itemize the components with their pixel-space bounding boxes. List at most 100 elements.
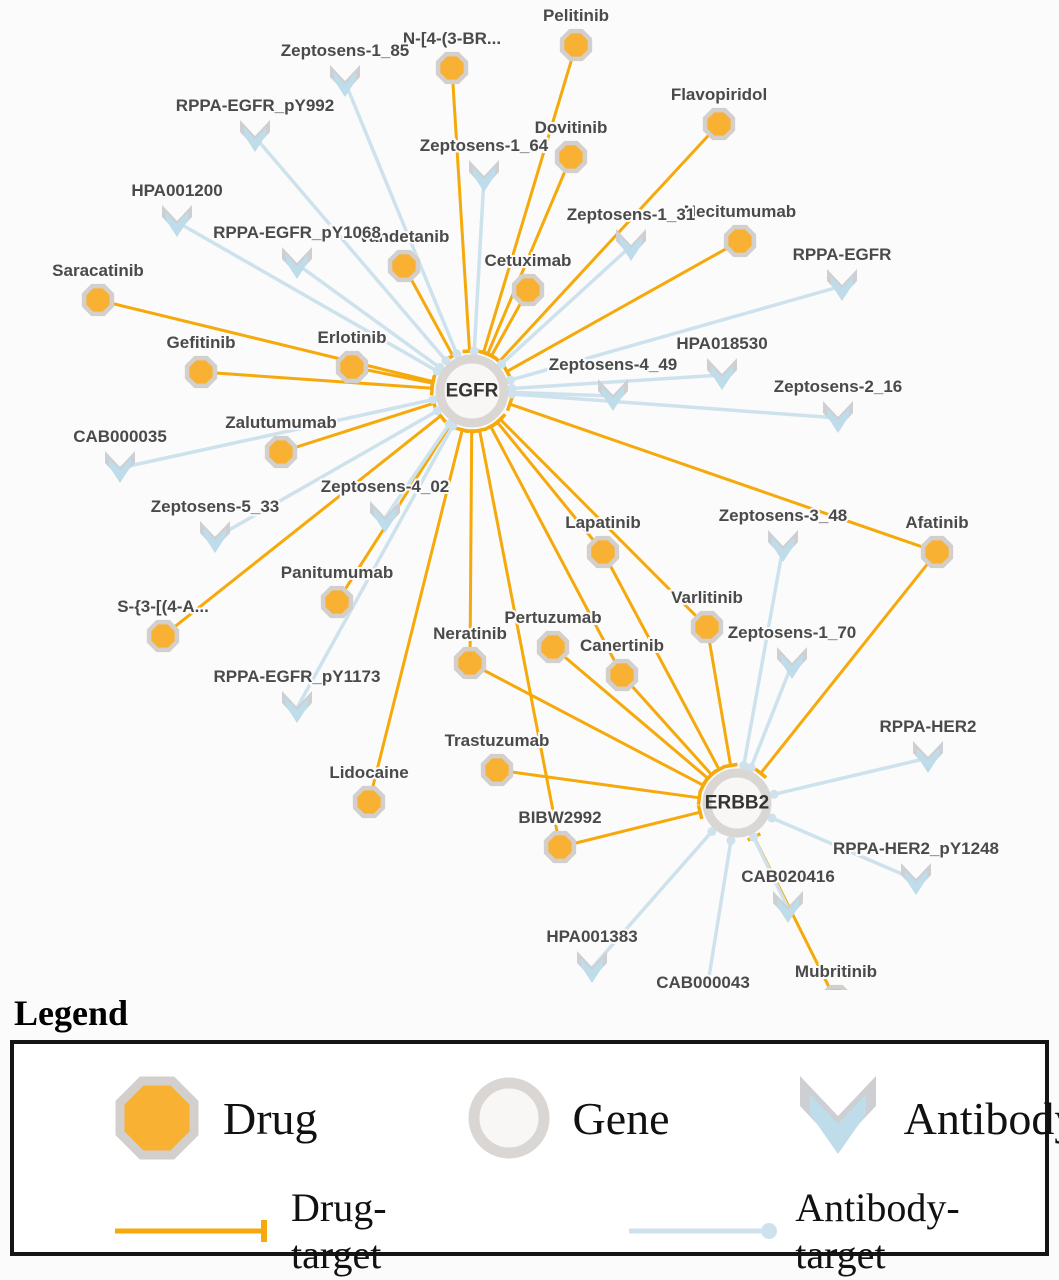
node-cab000035[interactable]: [105, 451, 135, 483]
node-zeptosens-4_49[interactable]: [598, 379, 628, 411]
node-gefitinib[interactable]: [184, 355, 218, 389]
node-label-vandetanib: Vandetanib: [359, 227, 450, 246]
node-hpa001200[interactable]: [162, 205, 192, 237]
node-label-rppa-her2: RPPA-HER2: [880, 717, 977, 736]
node-label-trastuzumab: Trastuzumab: [445, 731, 550, 750]
antibody-node-icon: [799, 1076, 876, 1154]
node-s34a[interactable]: [146, 619, 180, 653]
node-zeptosens-1_31[interactable]: [616, 229, 646, 261]
node-rppa-egfr_py1173[interactable]: [282, 691, 312, 723]
legend-antibody-target-label: Antibody-target: [795, 1185, 960, 1277]
node-varlitinib[interactable]: [690, 610, 724, 644]
edge-zeptosens-1_85-egfr: [343, 81, 462, 359]
antibody-icon: [162, 205, 192, 237]
node-label-bibw2992: BIBW2992: [518, 808, 601, 827]
antibody-target-edge-icon: [629, 1223, 778, 1239]
node-trastuzumab[interactable]: [480, 753, 514, 787]
edge-rppa-egfr_py1068-egfr: [295, 262, 445, 373]
node-flavopiridol[interactable]: [702, 107, 736, 141]
gene-label-egfr: EGFR: [446, 381, 499, 402]
legend-antibody-label: Antibody: [903, 1092, 1059, 1144]
node-necitumumab[interactable]: [723, 224, 757, 258]
edge-rppa-egfr_py1173-egfr: [295, 421, 458, 709]
edge-afatinib-erbb2: [754, 551, 939, 780]
node-label-hpa001383: HPA001383: [546, 927, 637, 946]
edge-canertinib-egfr: [483, 421, 624, 676]
node-bibw2992[interactable]: [543, 830, 577, 864]
antibody-icon: [330, 65, 360, 97]
node-label-necitumumab: Necitumumab: [684, 202, 796, 221]
edge-neratinib-erbb2: [469, 661, 709, 793]
node-zalutumumab[interactable]: [264, 435, 298, 469]
node-mubritinib[interactable]: [822, 984, 850, 990]
node-rppa-egfr[interactable]: [827, 269, 857, 301]
edge-varlitinib-erbb2: [705, 626, 738, 769]
network-canvas[interactable]: EGFRERBB2PelitinibN-[4-(3-BR...Dovitinib…: [0, 0, 1059, 990]
node-label-cab000043: CAB000043: [656, 973, 750, 990]
node-zeptosens-5_33[interactable]: [200, 521, 230, 553]
node-label-lidocaine: Lidocaine: [329, 763, 408, 782]
node-rppa-egfr_py992[interactable]: [240, 120, 270, 152]
node-dovitinib[interactable]: [554, 140, 588, 174]
legend: Legend Drug Gene Antibody: [0, 992, 1059, 1277]
node-label-dovitinib: Dovitinib: [535, 118, 608, 137]
node-rppa-her2_py1248[interactable]: [901, 863, 931, 895]
edge-zeptosens-5_33-egfr: [214, 406, 442, 540]
drug-target-edge-icon: [115, 1220, 267, 1242]
node-pelitinib[interactable]: [559, 28, 593, 62]
node-erlotinib[interactable]: [335, 350, 369, 384]
node-label-rppa-egfr_py1173: RPPA-EGFR_pY1173: [214, 667, 381, 686]
node-egfr[interactable]: [435, 354, 509, 428]
node-zeptosens-1_70[interactable]: [777, 647, 807, 679]
node-n4br[interactable]: [435, 51, 469, 85]
node-canertinib[interactable]: [605, 658, 639, 692]
node-panitumumab[interactable]: [320, 585, 354, 619]
node-cetuximab[interactable]: [511, 273, 545, 307]
edge-canertinib-erbb2: [620, 673, 718, 781]
node-label-flavopiridol: Flavopiridol: [671, 85, 767, 104]
node-cab020416[interactable]: [773, 891, 803, 923]
node-zeptosens-2_16[interactable]: [823, 401, 853, 433]
node-label-zalutumumab: Zalutumumab: [225, 413, 336, 432]
node-label-erlotinib: Erlotinib: [318, 328, 387, 347]
edge-varlitinib-egfr: [494, 413, 709, 629]
antibody-icon: [282, 691, 312, 723]
node-lidocaine[interactable]: [352, 785, 386, 819]
edge-bibw2992-erbb2: [559, 804, 704, 849]
edge-rppa-her2_py1248-erbb2: [767, 813, 917, 882]
node-label-hpa018530: HPA018530: [676, 334, 767, 353]
node-label-rppa-egfr_py1068: RPPA-EGFR_pY1068: [213, 223, 381, 242]
edge-necitumumab-egfr: [501, 239, 741, 379]
node-label-gefitinib: Gefitinib: [167, 333, 236, 352]
node-label-mubritinib: Mubritinib: [795, 962, 877, 981]
node-pertuzumab[interactable]: [536, 630, 570, 664]
node-neratinib[interactable]: [453, 646, 487, 680]
node-afatinib[interactable]: [920, 535, 954, 569]
edge-cab000035-egfr: [119, 395, 438, 470]
node-zeptosens-3_48[interactable]: [768, 530, 798, 562]
drug-node-icon: [115, 1076, 199, 1160]
node-lapatinib[interactable]: [586, 535, 620, 569]
node-label-zeptosens-1_64: Zeptosens-1_64: [420, 136, 549, 155]
legend-gene-label: Gene: [572, 1092, 670, 1144]
antibody-icon: [768, 530, 798, 562]
node-zeptosens-1_64[interactable]: [469, 160, 499, 192]
node-label-lapatinib: Lapatinib: [565, 513, 641, 532]
node-label-saracatinib: Saracatinib: [52, 261, 144, 280]
node-rppa-egfr_py1068[interactable]: [282, 247, 312, 279]
antibody-icon: [105, 451, 135, 483]
node-zeptosens-4_02[interactable]: [370, 501, 400, 533]
node-vandetanib[interactable]: [387, 249, 421, 283]
node-zeptosens-1_85[interactable]: [330, 65, 360, 97]
node-label-afatinib: Afatinib: [905, 513, 968, 532]
node-saracatinib[interactable]: [81, 283, 115, 317]
node-hpa001383[interactable]: [577, 951, 607, 983]
edge-n4br-egfr: [450, 67, 477, 354]
edge-hpa001383-erbb2: [590, 827, 717, 970]
edge-rppa-egfr_py992-egfr: [253, 135, 451, 366]
node-hpa018530[interactable]: [707, 358, 737, 390]
antibody-icon: [707, 358, 737, 390]
node-erbb2[interactable]: [702, 768, 772, 838]
node-rppa-her2[interactable]: [913, 741, 943, 773]
